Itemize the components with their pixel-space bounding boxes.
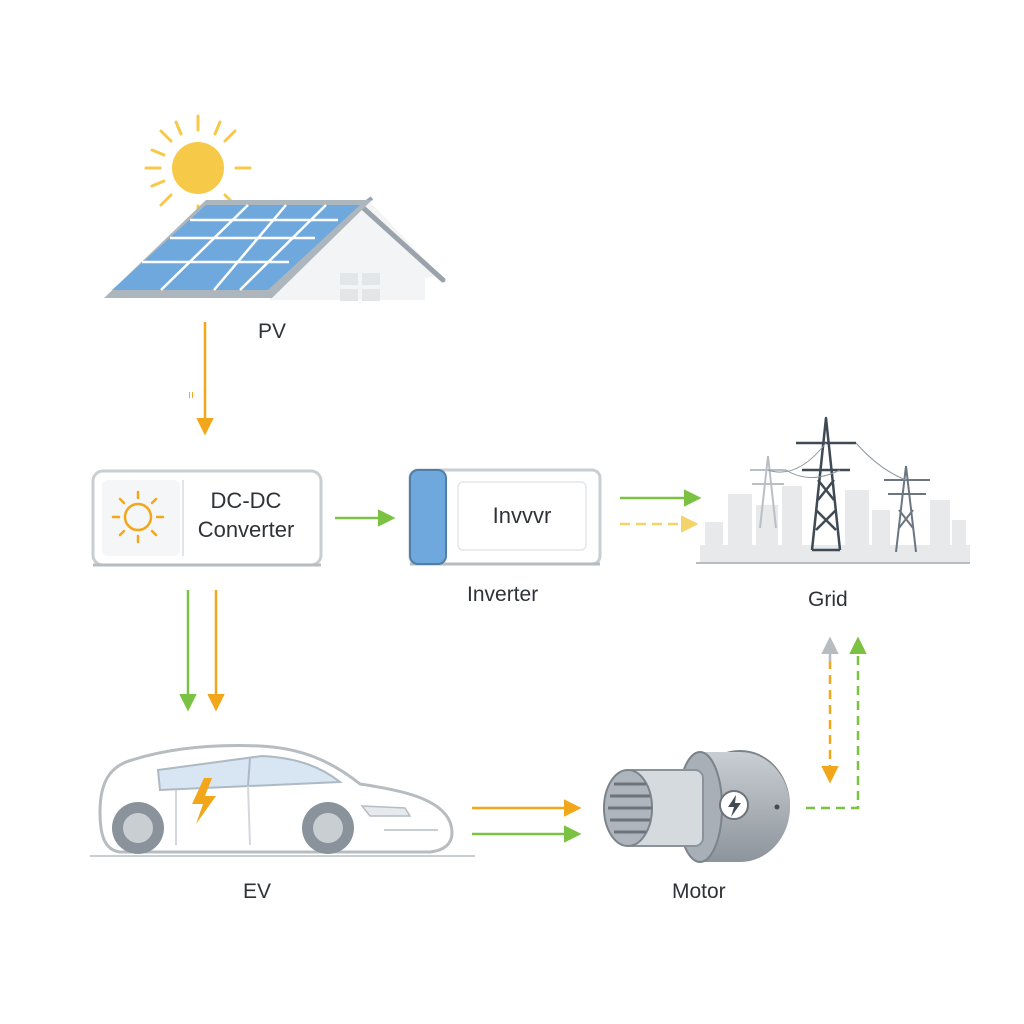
dcdc-converter-box: DC-DC Converter	[91, 469, 323, 567]
sun-icon	[144, 114, 252, 222]
sun-icon	[111, 490, 165, 544]
motor-label: Motor	[672, 880, 726, 903]
motor-icon	[603, 750, 790, 863]
lightning-icon	[192, 778, 216, 824]
flow-arrow-pv-to-dcdc: ıı	[188, 322, 214, 436]
car-icon	[90, 744, 475, 857]
power-tower-icon	[884, 465, 930, 553]
svg-text:ıı: ıı	[188, 389, 194, 401]
inverter-screen-text: Invvvr	[493, 503, 552, 528]
dcdc-label-line1: DC-DC	[211, 488, 282, 513]
dcdc-label-line2: Converter	[198, 517, 295, 542]
ev-label: EV	[243, 880, 272, 903]
city-skyline-icon	[700, 486, 970, 562]
inverter-label: Inverter	[467, 583, 539, 606]
inverter-box: Invvvr	[408, 468, 602, 566]
house-icon	[270, 196, 446, 301]
power-lines	[767, 442, 907, 481]
grid-label: Grid	[808, 588, 848, 611]
flow-arrow-motor-to-grid-green-dashed	[806, 636, 867, 810]
pv-label: PV	[258, 320, 287, 343]
solar-panel-icon	[104, 200, 372, 298]
